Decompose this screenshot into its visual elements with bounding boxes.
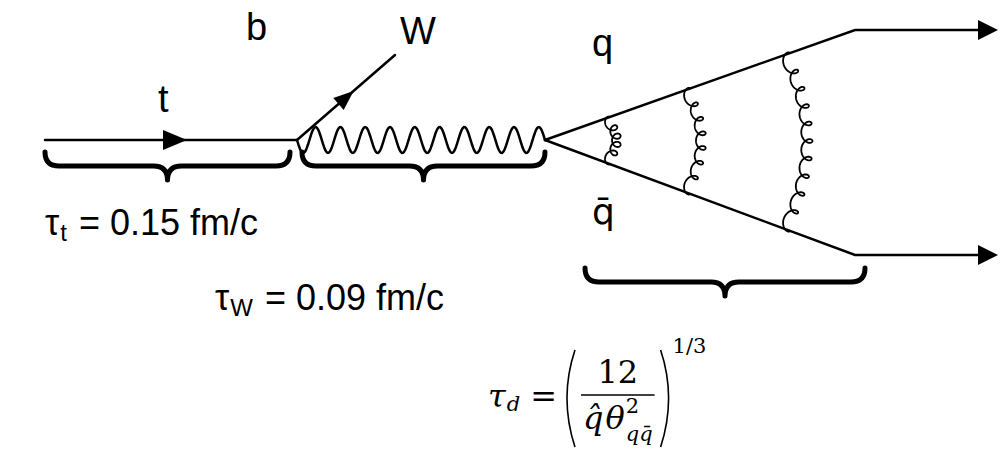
arrowhead <box>978 245 998 265</box>
arrowhead <box>333 91 353 110</box>
gluon-coil <box>605 117 621 165</box>
w-boson-wave <box>297 127 545 153</box>
gluon-coil <box>783 52 812 231</box>
formula-subscript: qq̄ <box>626 424 653 445</box>
particle-label: b <box>246 8 267 46</box>
gluon-coil <box>684 88 706 195</box>
formula-symbol: q̂ <box>583 402 603 434</box>
lifetime-subscript: t <box>60 221 67 245</box>
bottom-quark-line <box>297 55 395 140</box>
formula-symbol: θ <box>605 402 624 434</box>
formula-numerator: 12 <box>597 356 638 388</box>
curly-brace <box>302 152 545 180</box>
particle-label: t <box>158 80 169 118</box>
particle-label: q <box>592 24 613 62</box>
lifetime-symbol: τ <box>215 280 229 316</box>
formula-operator: = <box>530 380 557 412</box>
lifetime-value: = 0.15 fm/c <box>79 205 258 241</box>
particle-label: W <box>400 12 436 50</box>
formula-symbol: τ <box>488 380 506 412</box>
antiquark-line <box>545 140 982 255</box>
arrowhead <box>978 20 998 40</box>
particle-label: q̄ <box>592 194 615 230</box>
lifetime-value: = 0.09 fm/c <box>265 280 444 316</box>
lifetime-symbol: τ <box>45 205 59 241</box>
arrowhead <box>163 130 187 150</box>
curly-brace <box>45 152 290 180</box>
formula-subscript: d <box>507 394 520 415</box>
formula-parenthesis <box>567 350 575 447</box>
curly-brace <box>585 268 865 296</box>
fraction-bar <box>581 394 655 396</box>
formula-parenthesis <box>661 350 669 447</box>
gluon-group <box>605 52 812 231</box>
formula-superscript: 2 <box>626 396 639 417</box>
formula-exponent: 1/3 <box>673 336 707 357</box>
lifetime-subscript: W <box>230 296 253 320</box>
